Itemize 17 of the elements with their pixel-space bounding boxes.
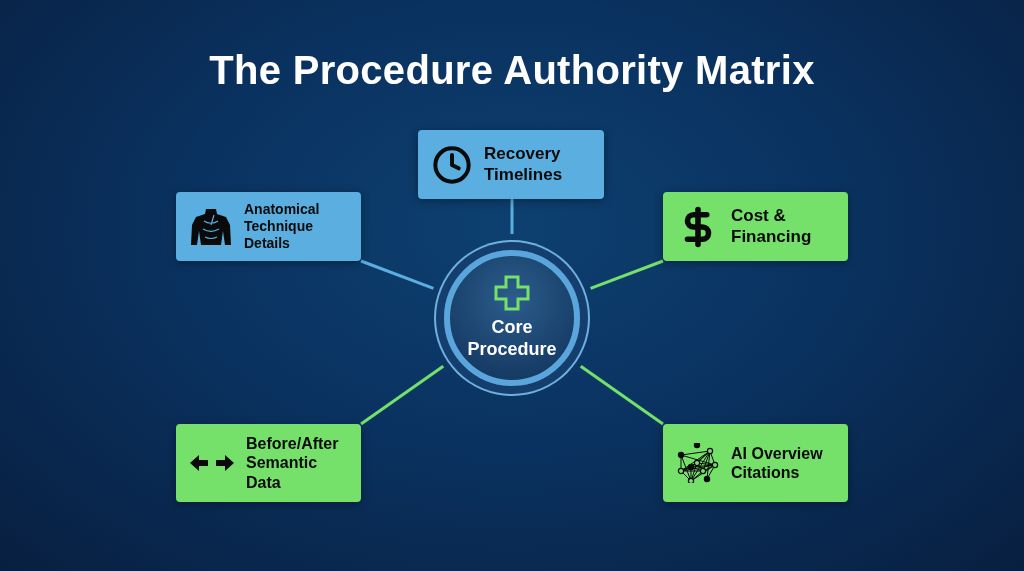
topic-card: [663, 192, 848, 261]
connector-line: [360, 259, 434, 290]
card-label: AI Overview Citations: [731, 443, 824, 483]
card-label: Before/After Semantic Data: [246, 434, 340, 492]
topic-card: [176, 424, 361, 502]
title: The Procedure Authority Matrix: [209, 48, 815, 93]
connector-line: [510, 199, 514, 234]
connector-line: [579, 365, 664, 426]
card-label: Cost & Financing: [731, 206, 813, 247]
topic-card: [663, 424, 848, 502]
connector-line: [360, 365, 445, 426]
connector-line: [590, 259, 664, 290]
topic-card: [176, 192, 361, 261]
card-label: Anatomical Technique Details: [244, 201, 321, 252]
hub-label: Core Procedure: [466, 317, 558, 361]
topic-card: [418, 130, 604, 199]
card-label: Recovery Timelines: [484, 144, 564, 185]
